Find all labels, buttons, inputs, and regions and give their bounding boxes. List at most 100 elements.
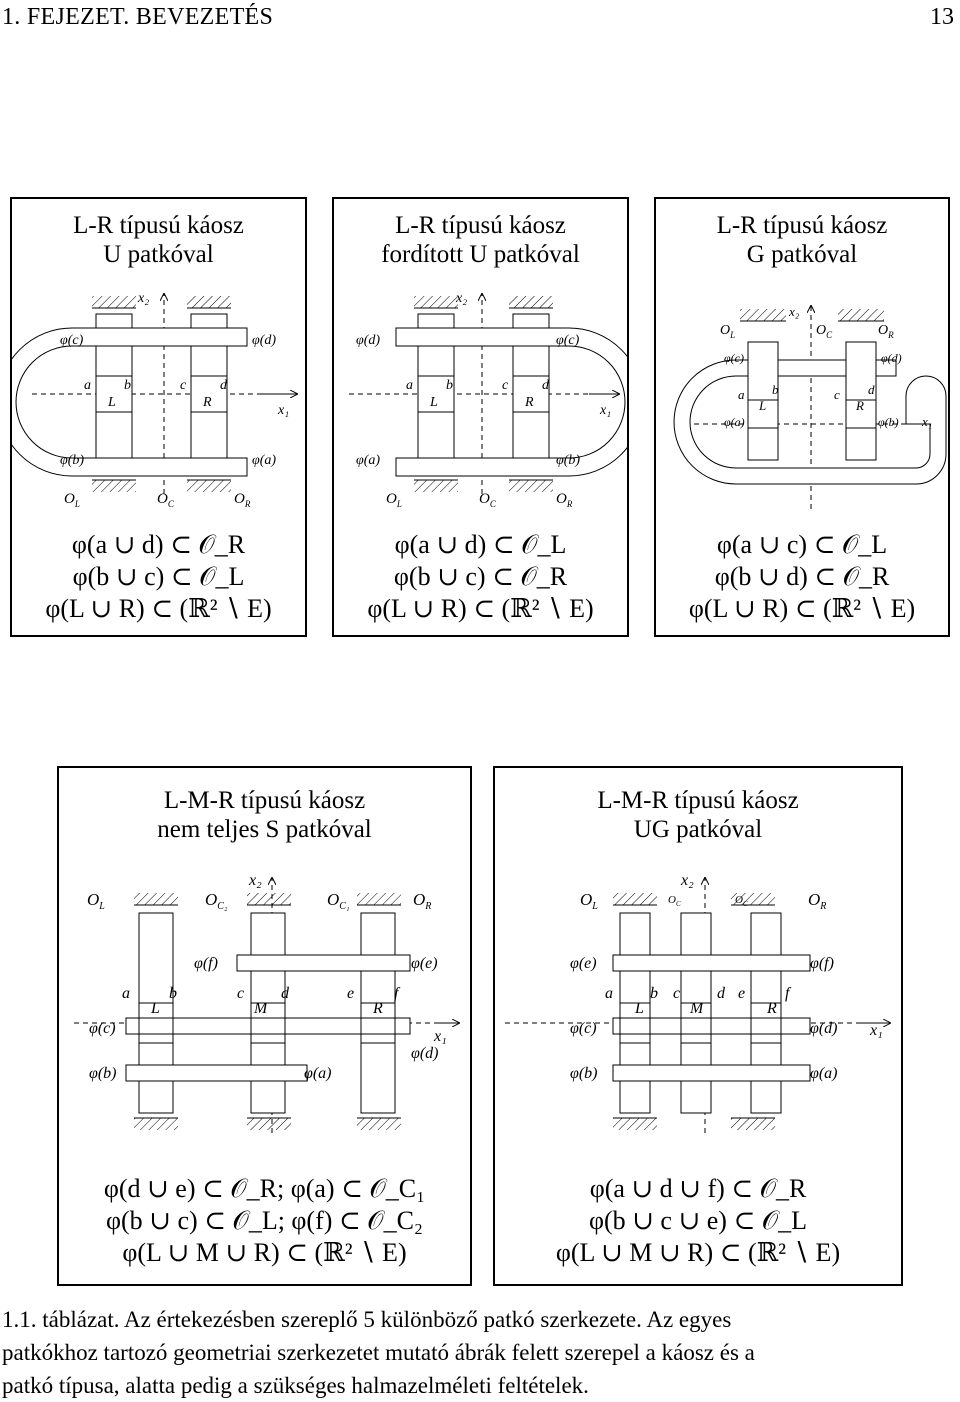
label-phi-b: φ(b) bbox=[556, 453, 580, 468]
label-b: b bbox=[124, 378, 131, 393]
label-OL: OL bbox=[720, 323, 735, 340]
label-phi-d: φ(d) bbox=[252, 333, 276, 348]
label-phi-c: φ(c) bbox=[570, 1020, 597, 1037]
label-R: R bbox=[202, 395, 212, 410]
label-phi-c: φ(c) bbox=[556, 333, 580, 348]
label-OR: OR bbox=[556, 491, 573, 509]
label-phi-d: φ(d) bbox=[810, 1020, 838, 1037]
label-phi-d: φ(d) bbox=[881, 351, 902, 365]
label-c: c bbox=[502, 378, 509, 393]
label-M: M bbox=[253, 1000, 269, 1017]
page-header: 1. FEJEZET. BEVEZETÉS 13 bbox=[0, 0, 960, 40]
label-phi-f: φ(f) bbox=[194, 955, 218, 972]
page-number: 13 bbox=[930, 4, 954, 30]
label-b: b bbox=[650, 985, 658, 1002]
label-phi-b: φ(b) bbox=[570, 1065, 598, 1082]
label-e: e bbox=[347, 985, 354, 1002]
label-OR: OR bbox=[234, 491, 251, 509]
chapter-title: 1. FEJEZET. BEVEZETÉS bbox=[2, 4, 274, 30]
diagram-u-horseshoe: φ(c) φ(d) φ(b) φ(a) x₂ x₁ a b c d L R OL… bbox=[12, 291, 305, 509]
table-caption: 1.1. táblázat. Az értekezésben szereplő … bbox=[2, 1307, 755, 1398]
label-c: c bbox=[237, 985, 244, 1002]
label-M: M bbox=[689, 1000, 705, 1017]
label-phi-a: φ(a) bbox=[252, 453, 276, 468]
label-phi-f: φ(f) bbox=[810, 955, 834, 972]
label-x2: x₂ bbox=[137, 291, 149, 306]
label-x2: x₂ bbox=[455, 291, 467, 306]
formula-block: φ(a ∪ d) ⊂ 𝒪_L φ(b ∪ c) ⊂ 𝒪_R φ(L ∪ R) ⊂… bbox=[367, 530, 594, 623]
diagram-incomplete-s-horseshoe: φ(f) φ(e) φ(c) φ(b) φ(a) φ(d) x₂ x₁ a b … bbox=[74, 872, 470, 1133]
label-d: d bbox=[542, 378, 550, 393]
label-phi-a: φ(a) bbox=[810, 1065, 838, 1082]
label-L: L bbox=[429, 395, 438, 410]
label-phi-d: φ(d) bbox=[356, 333, 380, 348]
label-d: d bbox=[281, 985, 290, 1002]
label-a: a bbox=[738, 387, 745, 402]
formula-block: φ(a ∪ d) ⊂ 𝒪_R φ(b ∪ c) ⊂ 𝒪_L φ(L ∪ R) ⊂… bbox=[45, 530, 272, 623]
label-OL: OL bbox=[87, 890, 105, 912]
label-x2: x₂ bbox=[680, 872, 694, 889]
label-OC: OC bbox=[157, 491, 175, 509]
panel-u-horseshoe: L-R típusú káosz U patkóval φ(c) φ(d) φ(… bbox=[10, 197, 307, 637]
label-phi-e: φ(e) bbox=[411, 955, 438, 972]
panel-title: L-M-R típusú káosz UG patkóval bbox=[597, 787, 799, 843]
label-phi-c: φ(c) bbox=[60, 333, 84, 348]
panel-title: L-M-R típusú káosz nem teljes S patkóval bbox=[157, 787, 372, 843]
label-phi-b: φ(b) bbox=[60, 453, 84, 468]
label-OL: OL bbox=[386, 491, 402, 509]
label-b: b bbox=[169, 985, 177, 1002]
label-OC-left: OC bbox=[668, 894, 681, 908]
label-OC: OC bbox=[479, 491, 497, 509]
label-d: d bbox=[717, 985, 726, 1002]
label-L: L bbox=[758, 398, 766, 413]
label-x1: x₁ bbox=[433, 1028, 447, 1045]
label-L: L bbox=[634, 1000, 644, 1017]
label-OR: OR bbox=[413, 890, 431, 912]
label-L: L bbox=[150, 1000, 160, 1017]
formula-block: φ(a ∪ c) ⊂ 𝒪_L φ(b ∪ d) ⊂ 𝒪_R φ(L ∪ R) ⊂… bbox=[688, 530, 916, 623]
label-b: b bbox=[772, 382, 779, 397]
label-OC2: OC₂ bbox=[205, 890, 228, 912]
label-a: a bbox=[122, 985, 130, 1002]
label-OL: OL bbox=[64, 491, 80, 509]
label-phi-b: φ(b) bbox=[878, 415, 899, 429]
label-OC-right: OC bbox=[735, 894, 748, 908]
label-a: a bbox=[84, 378, 91, 393]
label-phi-a: φ(a) bbox=[304, 1065, 332, 1082]
label-phi-a: φ(a) bbox=[356, 453, 380, 468]
label-L: L bbox=[107, 395, 116, 410]
label-a: a bbox=[406, 378, 413, 393]
formula-block: φ(d ∪ e) ⊂ 𝒪_R; φ(a) ⊂ 𝒪_C₁ φ(b ∪ c) ⊂ 𝒪… bbox=[103, 1174, 426, 1267]
label-e: e bbox=[738, 985, 745, 1002]
panel-title: L-R típusú káosz fordított U patkóval bbox=[381, 212, 580, 268]
panel-incomplete-s-horseshoe: L-M-R típusú káosz nem teljes S patkóval… bbox=[57, 766, 472, 1286]
label-d: d bbox=[868, 382, 875, 397]
label-phi-e: φ(e) bbox=[570, 955, 597, 972]
label-phi-a: φ(a) bbox=[724, 415, 745, 429]
label-OR: OR bbox=[808, 890, 826, 912]
label-x1: x₁ bbox=[869, 1022, 883, 1039]
label-R: R bbox=[524, 395, 534, 410]
label-phi-d: φ(d) bbox=[411, 1045, 439, 1062]
label-x2: x₂ bbox=[788, 304, 800, 319]
panel-ug-horseshoe: L-M-R típusú káosz UG patkóval φ(e) φ(f)… bbox=[493, 766, 903, 1286]
label-OL: OL bbox=[580, 890, 598, 912]
label-OR: OR bbox=[878, 323, 894, 340]
label-x2: x₂ bbox=[248, 872, 262, 889]
label-f: f bbox=[394, 985, 401, 1002]
panel-inverted-u-horseshoe: L-R típusú káosz fordított U patkóval φ(… bbox=[332, 197, 629, 637]
label-phi-c: φ(c) bbox=[89, 1020, 116, 1037]
label-x1: x₁ bbox=[599, 403, 611, 418]
label-phi-b: φ(b) bbox=[89, 1065, 117, 1082]
label-b: b bbox=[446, 378, 453, 393]
diagram-inverted-u-horseshoe: φ(d) φ(c) φ(a) φ(b) x₂ x₁ a b c d L R OL… bbox=[349, 291, 627, 509]
label-c: c bbox=[180, 378, 187, 393]
label-a: a bbox=[605, 985, 613, 1002]
label-R: R bbox=[855, 398, 864, 413]
panel-g-horseshoe: L-R típusú káosz G patkóval φ(c) φ(d) φ(… bbox=[654, 197, 950, 637]
label-c: c bbox=[834, 387, 840, 402]
diagram-ug-horseshoe: φ(e) φ(f) φ(c) φ(d) φ(b) φ(a) x₂ x₁ a b … bbox=[505, 872, 901, 1133]
label-d: d bbox=[220, 378, 228, 393]
panel-title: L-R típusú káosz G patkóval bbox=[716, 212, 888, 268]
label-f: f bbox=[785, 985, 792, 1002]
